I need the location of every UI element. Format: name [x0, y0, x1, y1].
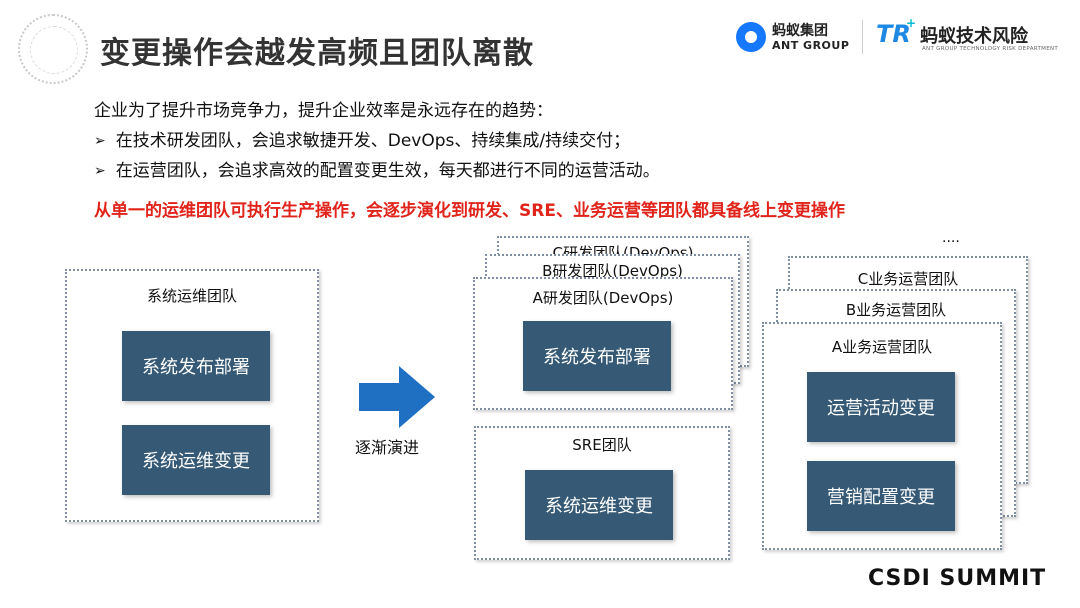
more-teams-ellipsis: .... — [942, 230, 960, 246]
biz-team-a-box: A业务运营团队 运营活动变更 营销配置变更 — [762, 322, 1002, 550]
tr-logo-plus: + — [906, 16, 917, 30]
bullet-text: 在技术研发团队，会追求敏捷开发、DevOps、持续集成/持续交付； — [115, 131, 631, 151]
ant-logo-cn: 蚂蚁集团 — [772, 23, 828, 39]
evolution-label: 逐渐演进 — [355, 438, 420, 457]
rd-team-b-label: B研发团队(DevOps) — [542, 262, 683, 280]
biz-team-c-label: C业务运营团队 — [857, 270, 959, 288]
arrow-bullet-icon: ➢ — [94, 133, 106, 149]
ant-group-logo: 蚂蚁集团 ANT GROUP — [736, 20, 856, 60]
deploy-task-box: 系统发布部署 — [122, 331, 270, 401]
page-title: 变更操作会越发高频且团队离散 — [100, 36, 534, 71]
campaign-change-task-box: 运营活动变更 — [807, 372, 955, 442]
ops-team-label: 系统运维团队 — [146, 287, 237, 305]
marketing-config-task-box: 营销配置变更 — [807, 461, 955, 531]
bullet-item: ➢ 在技术研发团队，会追求敏捷开发、DevOps、持续集成/持续交付； — [94, 126, 660, 156]
rd-team-a-label: A研发团队(DevOps) — [532, 289, 674, 307]
bullet-text: 在运营团队，会追求高效的配置变更生效，每天都进行不同的运营活动。 — [115, 161, 660, 181]
sre-change-task-box: 系统运维变更 — [525, 470, 673, 540]
tr-logo-mark: TR — [876, 20, 911, 48]
rd-team-a-box: A研发团队(DevOps) 系统发布部署 — [473, 277, 733, 410]
biz-team-a-label: A业务运营团队 — [831, 338, 933, 356]
tr-logo-en: ANT GROUP TECHNOLOGY RISK DEPARTMENT — [922, 46, 1059, 52]
ant-logo-icon — [736, 22, 766, 52]
ant-logo-en: ANT GROUP — [772, 39, 850, 52]
tr-logo-cn: 蚂蚁技术风险 — [920, 26, 1028, 47]
intro-line: 企业为了提升市场竞争力，提升企业效率是永远存在的趋势： — [94, 101, 553, 121]
bullet-item: ➢ 在运营团队，会追求高效的配置变更生效，每天都进行不同的运营活动。 — [94, 156, 660, 186]
summit-footer-logo: CSDI SUMMIT — [868, 566, 1047, 591]
rd-deploy-task-box: 系统发布部署 — [523, 321, 671, 391]
decorative-dotted-circle — [18, 14, 88, 84]
evolution-arrow-icon — [359, 366, 435, 428]
tech-risk-logo: TR + 蚂蚁技术风险 ANT GROUP TECHNOLOGY RISK DE… — [872, 16, 1072, 60]
intro-text: 企业为了提升市场竞争力，提升企业效率是永远存在的趋势： ➢ 在技术研发团队，会追… — [94, 96, 660, 186]
arrow-bullet-icon: ➢ — [94, 163, 106, 179]
sre-team-box: SRE团队 系统运维变更 — [474, 426, 730, 560]
ops-team-box: 系统运维团队 系统发布部署 系统运维变更 — [65, 269, 319, 522]
highlight-statement: 从单一的运维团队可执行生产操作，会逐步演化到研发、SRE、业务运营等团队都具备线… — [94, 201, 845, 221]
sre-team-label: SRE团队 — [572, 436, 632, 454]
ops-change-task-box: 系统运维变更 — [122, 425, 270, 495]
logo-divider — [862, 20, 863, 54]
biz-team-b-label: B业务运营团队 — [845, 301, 947, 319]
